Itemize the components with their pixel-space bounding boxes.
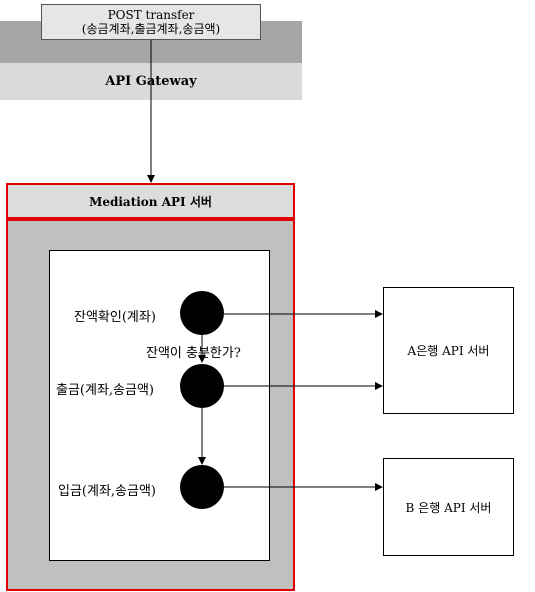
deposit-node xyxy=(180,465,224,509)
api-gateway-band: API Gateway xyxy=(0,63,302,100)
api-gateway-label: API Gateway xyxy=(105,74,197,89)
mediation-server-title: Mediation API 서버 xyxy=(6,183,295,219)
bank-b-server: B 은행 API 서버 xyxy=(383,458,514,556)
flow-panel xyxy=(49,250,270,561)
balance-check-label: 잔액확인(계좌) xyxy=(74,310,156,325)
post-transfer-params: (송금계좌,출금계좌,송금액) xyxy=(81,22,221,36)
mediation-server-label: Mediation API 서버 xyxy=(89,194,212,209)
post-transfer-title: POST transfer xyxy=(107,8,195,22)
post-transfer-box: POST transfer (송금계좌,출금계좌,송금액) xyxy=(41,4,261,40)
bank-b-label: B 은행 API 서버 xyxy=(405,500,492,515)
withdraw-node xyxy=(180,364,224,408)
bank-a-server: A은행 API 서버 xyxy=(383,287,514,414)
balance-condition-label: 잔액이 충분한가? xyxy=(146,346,241,361)
deposit-label: 입금(계좌,송금액) xyxy=(58,484,156,499)
balance-check-node xyxy=(180,291,224,335)
withdraw-label: 출금(계좌,송금액) xyxy=(56,383,154,398)
bank-a-label: A은행 API 서버 xyxy=(407,344,490,358)
